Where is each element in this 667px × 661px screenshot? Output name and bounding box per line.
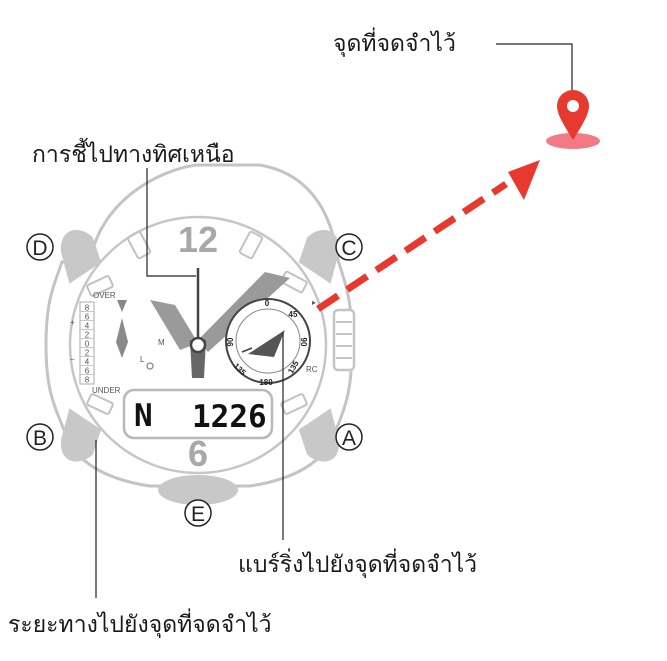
button-e[interactable]: E [184,499,212,527]
scale-value: 2 [85,349,90,358]
dashed-direction-arrow [316,160,540,312]
button-d[interactable]: D [26,233,54,261]
lcd-display: N 1226 [122,388,274,440]
button-c[interactable]: C [335,233,363,261]
svg-text:A: A [342,427,356,450]
hand-label-m: M [158,338,165,347]
scale-value: 8 [85,376,90,385]
scale-value: 2 [85,331,90,340]
location-pin-icon [546,90,600,149]
lcd-compass-letter: N [134,398,153,434]
subdial-marker-top: ▸ [312,298,316,307]
svg-text:E: E [191,503,205,526]
arrow-head-icon [508,160,540,200]
svg-text:C: C [341,237,356,260]
hand-label-l: L [140,355,145,364]
subdial-90-left: 90 [226,337,235,346]
dial-numeral-12: 12 [178,219,218,260]
button-a[interactable]: A [335,423,363,451]
lcd-distance-value: 1226 [192,399,267,435]
subdial-180: 180 [259,378,273,387]
leader-lines [95,43,573,598]
bearing-subdial: 0 45 90 135 180 135 90 ▸ RC [225,298,318,387]
callout-bearing: แบร์ริ่งไปยังจุดที่จดจำไว้ [238,548,477,578]
callout-waypoint: จุดที่จดจำไว้ [333,27,456,57]
subdial-90-right: 90 [299,338,308,347]
svg-text:B: B [33,427,47,450]
scale-value: 6 [85,367,90,376]
subdial-0: 0 [265,299,270,308]
scale-minus-label: − [70,355,75,364]
subdial-45: 45 [289,310,298,319]
side-label-rc: RC [306,365,318,374]
callout-distance: ระยะทางไปยังจุดที่จดจำไว้ [8,608,272,638]
scale-value: 6 [85,313,90,322]
dial-numeral-6: 6 [188,433,208,474]
scale-value: 4 [85,358,90,367]
svg-text:D: D [32,237,47,260]
scale-value: 8 [85,304,90,313]
scale-plus-label: + [70,318,75,327]
scale-under-label: UNDER [92,386,121,395]
button-b[interactable]: B [26,423,54,451]
callout-north-indicator: การชี้ไปทางทิศเหนือ [32,138,235,168]
scale-value: 4 [85,322,90,331]
scale-value: 0 [85,340,90,349]
scale-over-label: OVER [93,291,116,300]
